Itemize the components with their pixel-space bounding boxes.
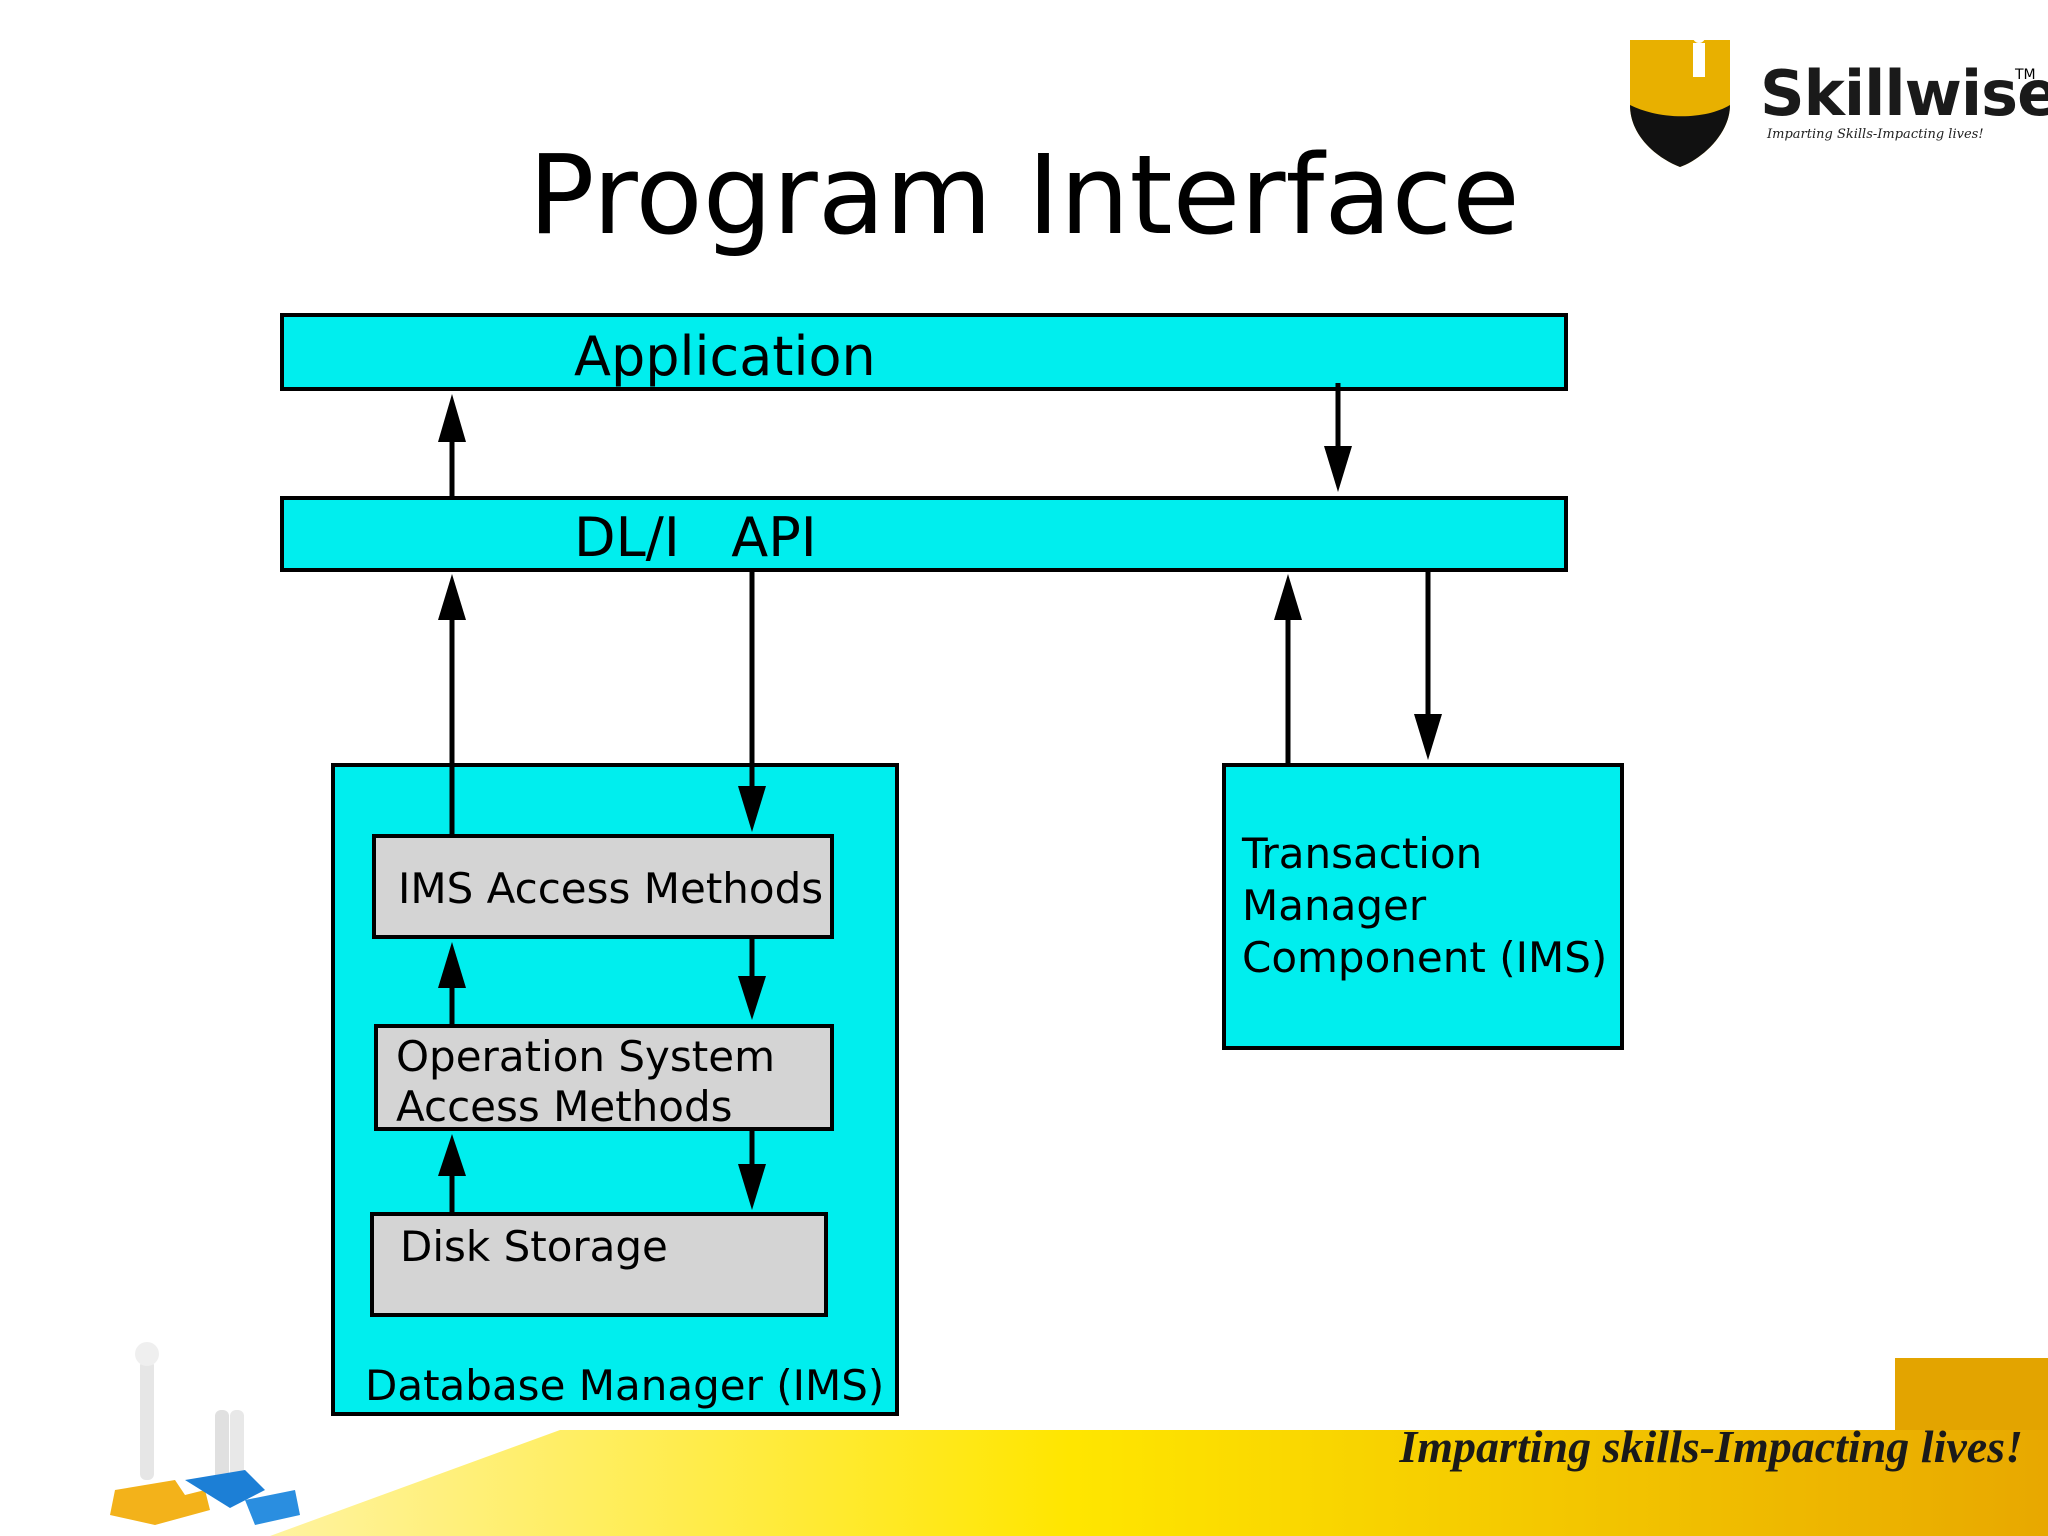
- arrowhead-up-3: [1274, 574, 1302, 620]
- shield-icon: [1630, 35, 1730, 167]
- disk-storage-box: Disk Storage: [370, 1212, 828, 1317]
- arrowhead-down-1: [1324, 446, 1352, 492]
- application-label: Application: [574, 325, 876, 388]
- transaction-manager-label-line2: Manager: [1242, 881, 1427, 930]
- arrowhead-down-3: [1414, 714, 1442, 760]
- os-access-methods-label-line2: Access Methods: [396, 1082, 733, 1131]
- puzzle-people-illustration: [110, 1342, 300, 1525]
- transaction-manager-box: Transaction Manager Component (IMS): [1222, 763, 1624, 1050]
- ims-access-methods-label: IMS Access Methods: [398, 864, 824, 913]
- arrowhead-up-1: [438, 394, 466, 442]
- database-manager-label: Database Manager (IMS): [365, 1361, 885, 1410]
- logo-brand-name: Skillwise: [1760, 57, 2048, 130]
- slide-title: Program Interface: [528, 131, 1520, 259]
- application-box: Application: [280, 313, 1568, 391]
- logo-trademark: TM: [2015, 67, 2036, 83]
- footer-band: [270, 1358, 2048, 1536]
- ims-access-methods-box: IMS Access Methods: [372, 834, 834, 939]
- logo-tagline: Imparting Skills-Impacting lives!: [1767, 127, 1984, 142]
- os-access-methods-label-line1: Operation System: [396, 1032, 775, 1081]
- dli-api-box: DL/I API: [280, 496, 1568, 572]
- arrowhead-up-2: [438, 574, 466, 620]
- os-access-methods-box: Operation System Access Methods: [374, 1024, 834, 1131]
- skillwise-logo: Skillwise TM Imparting Skills-Impacting …: [1625, 35, 2048, 175]
- disk-storage-label: Disk Storage: [400, 1222, 668, 1271]
- footer-tagline: Imparting skills-Impacting lives!: [1399, 1421, 2023, 1472]
- transaction-manager-label-line1: Transaction: [1242, 829, 1483, 878]
- transaction-manager-label-line3: Component (IMS): [1242, 933, 1608, 982]
- dli-api-label: DL/I API: [574, 506, 817, 569]
